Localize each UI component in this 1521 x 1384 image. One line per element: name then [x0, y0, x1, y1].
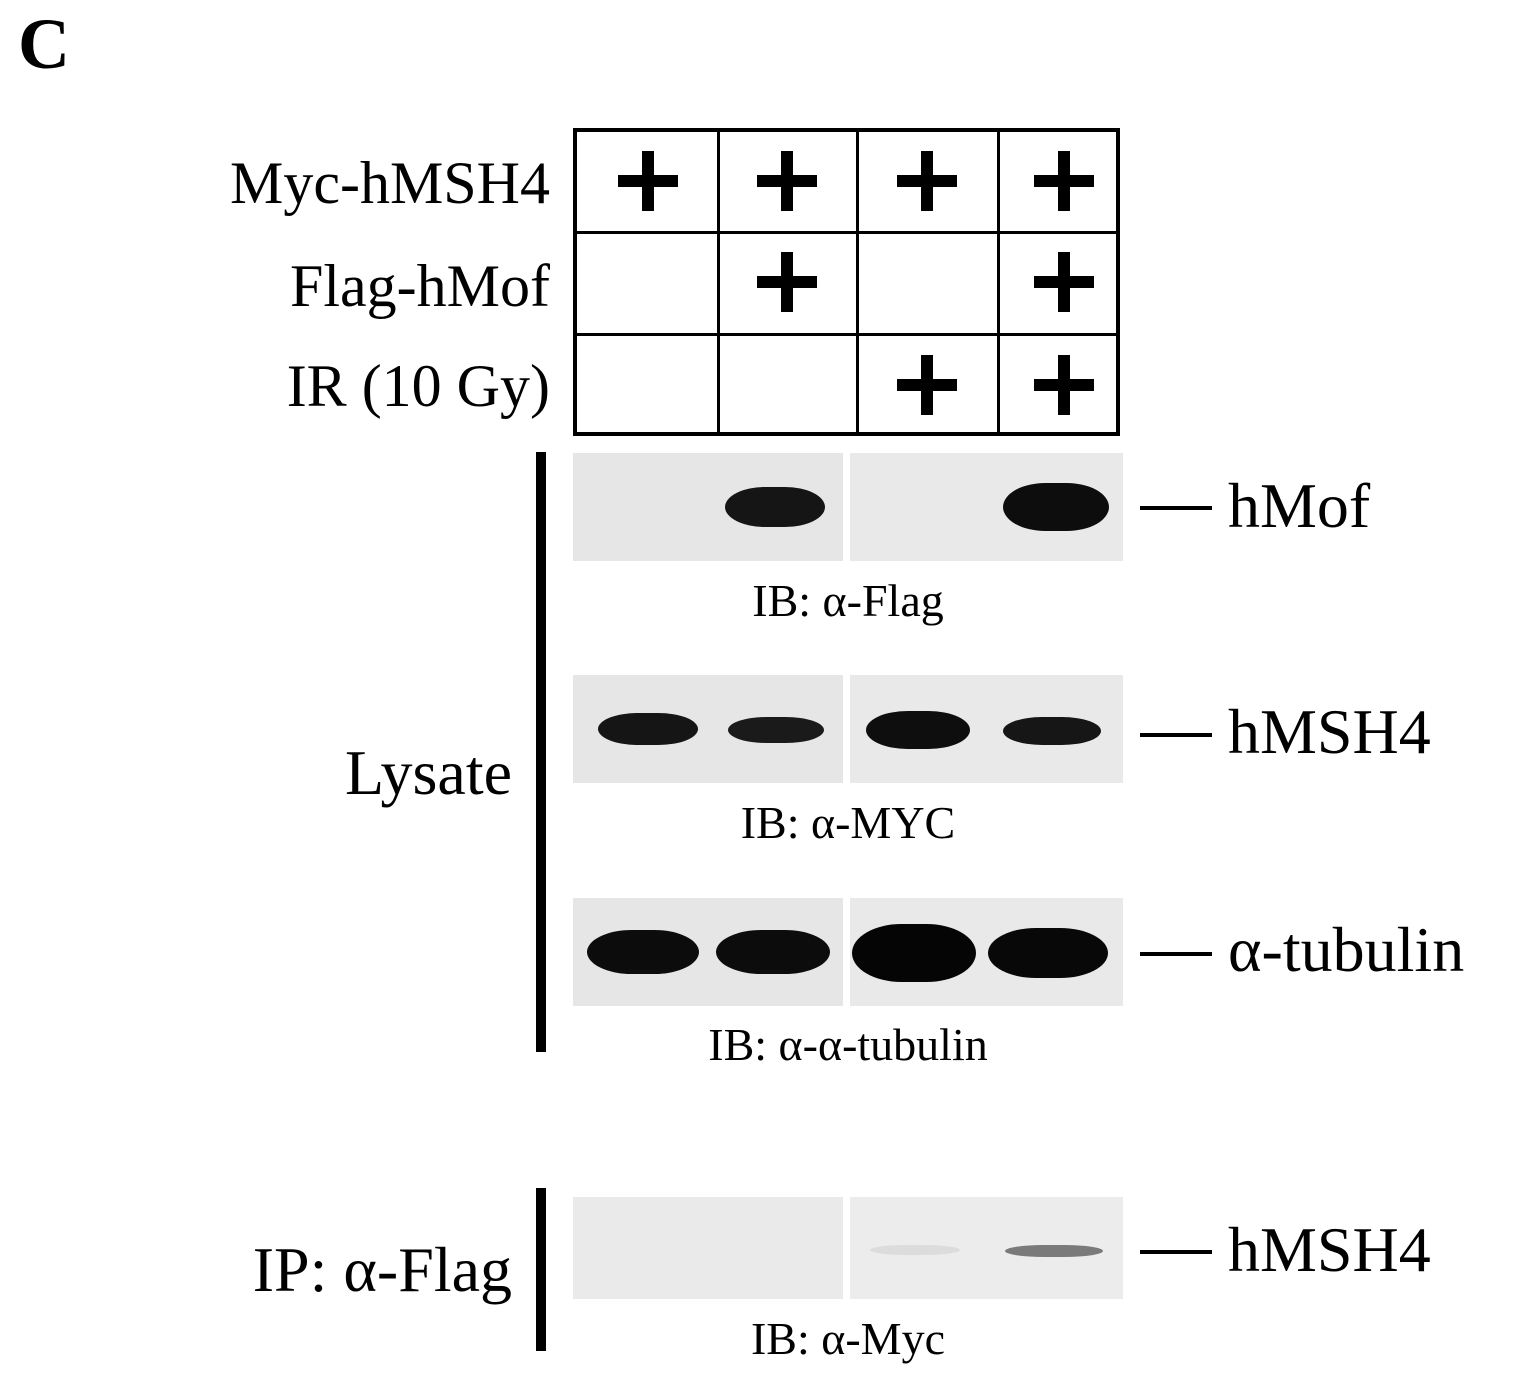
band [866, 711, 970, 749]
grid-divider [717, 132, 720, 432]
protein-label: hMSH4 [1228, 1214, 1431, 1285]
band [870, 1245, 960, 1255]
grid-divider [997, 132, 1000, 432]
antibody-label: IB: α-Flag [752, 575, 944, 626]
band [587, 930, 699, 974]
marker-dash [1140, 1250, 1212, 1254]
blot-tubulin-right [850, 898, 1123, 1006]
band [988, 928, 1108, 978]
protein-label: hMof [1228, 470, 1371, 541]
lysate-bar [536, 452, 546, 1052]
blot-hmof-right [850, 453, 1123, 561]
band [1003, 483, 1109, 531]
plus-mark [618, 151, 678, 211]
condition-label-ir: IR (10 Gy) [286, 353, 550, 419]
plus-mark [757, 151, 817, 211]
marker-dash [1140, 506, 1212, 510]
band [598, 713, 698, 745]
band [1005, 1245, 1103, 1257]
blot-hmof-left [573, 453, 843, 561]
band [1003, 717, 1101, 745]
blot-tubulin-left [573, 898, 843, 1006]
band [728, 717, 824, 743]
marker-dash [1140, 952, 1212, 956]
protein-label: hMSH4 [1228, 696, 1431, 767]
blot-hmsh4-left [573, 675, 843, 783]
marker-dash [1140, 733, 1212, 737]
band [716, 930, 830, 974]
blot-hmsh4-right [850, 675, 1123, 783]
plus-mark [757, 252, 817, 312]
blot-ip-left [573, 1197, 843, 1299]
plus-mark [897, 151, 957, 211]
plus-mark [897, 355, 957, 415]
ip-bar [536, 1188, 546, 1351]
antibody-label: IB: α-Myc [750, 1313, 946, 1364]
panel-letter: C [18, 4, 70, 84]
condition-label-myc-hmsh4: Myc-hMSH4 [229, 150, 550, 216]
plus-mark [1034, 151, 1094, 211]
grid-divider [856, 132, 859, 432]
plus-mark [1034, 355, 1094, 415]
band [725, 487, 825, 527]
band [852, 924, 976, 982]
condition-grid [573, 128, 1120, 436]
grid-divider [577, 231, 1116, 234]
condition-label-flag-hmof: Flag-hMof [290, 253, 550, 319]
antibody-label: IB: α-MYC [740, 797, 956, 848]
lysate-label: Lysate [344, 737, 512, 808]
ip-label: IP: α-Flag [252, 1234, 512, 1305]
blot-ip-right [850, 1197, 1123, 1299]
protein-label: α-tubulin [1228, 914, 1465, 985]
grid-divider [577, 333, 1116, 336]
plus-mark [1034, 252, 1094, 312]
antibody-label: IB: α-α-tubulin [708, 1019, 988, 1070]
